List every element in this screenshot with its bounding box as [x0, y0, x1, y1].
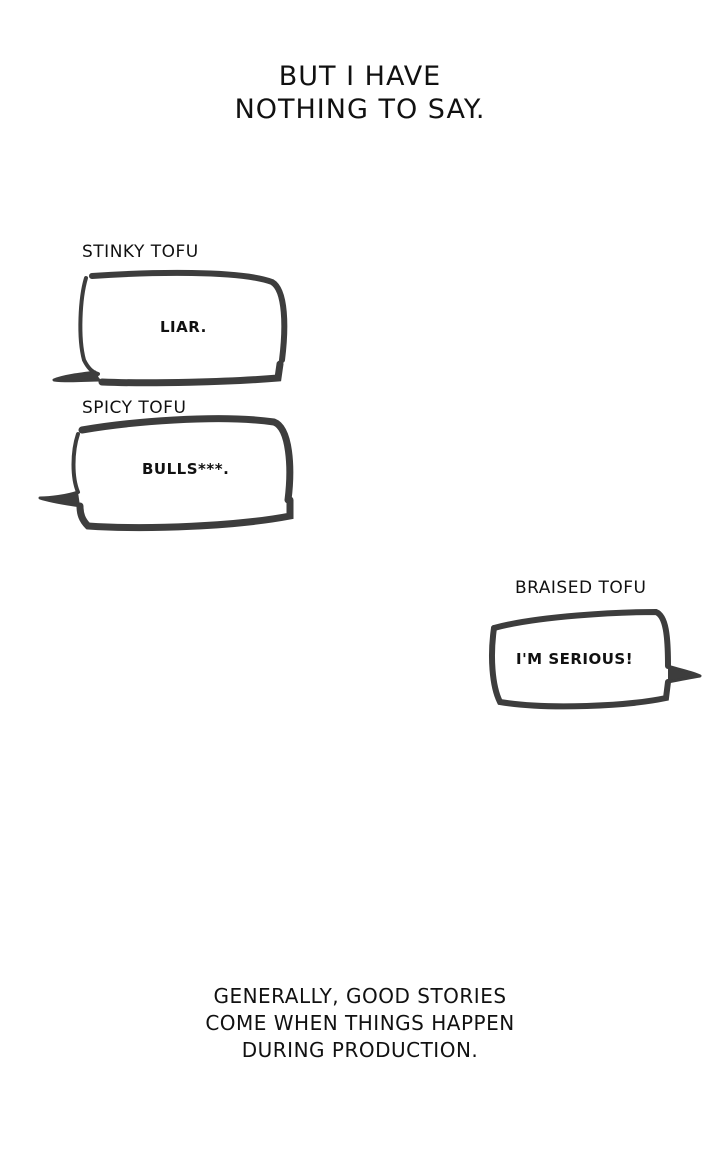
top-caption: BUT I HAVE NOTHING TO SAY. — [0, 60, 720, 126]
speech-bubble-outline-icon — [52, 269, 288, 387]
top-caption-line: NOTHING TO SAY. — [234, 94, 486, 125]
speaker-label-stinky-tofu: STINKY TOFU — [82, 242, 199, 262]
bubble-text: I'M SERIOUS! — [516, 650, 634, 668]
bottom-caption-line: GENERALLY, GOOD STORIES — [213, 984, 507, 1008]
speech-bubble-outline-icon — [489, 608, 702, 710]
speech-bubble-spicy-tofu: BULLS***. — [38, 408, 294, 538]
speech-bubble-stinky-tofu: LIAR. — [50, 268, 290, 393]
speech-bubble-braised-tofu: I'M SERIOUS! — [488, 606, 704, 716]
bottom-caption-line: COME WHEN THINGS HAPPEN — [205, 1011, 515, 1035]
bottom-caption: GENERALLY, GOOD STORIES COME WHEN THINGS… — [0, 983, 720, 1064]
speaker-label-spicy-tofu: SPICY TOFU — [82, 398, 187, 418]
top-caption-line: BUT I HAVE — [278, 61, 442, 92]
bubble-text: LIAR. — [160, 318, 207, 336]
bottom-caption-line: DURING PRODUCTION. — [241, 1038, 479, 1062]
speaker-label-braised-tofu: BRAISED TOFU — [515, 578, 647, 598]
speech-bubble-outline-icon — [38, 415, 294, 532]
bubble-text: BULLS***. — [142, 460, 230, 478]
